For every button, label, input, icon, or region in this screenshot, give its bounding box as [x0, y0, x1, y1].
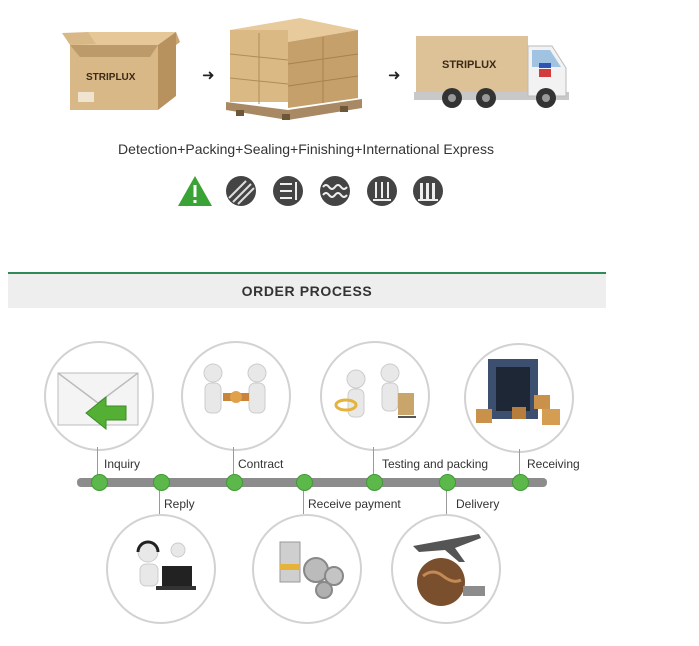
box-brand-text: STRIPLUX: [86, 72, 136, 83]
order-process-title: ORDER PROCESS: [241, 283, 373, 299]
bars-icon: [413, 176, 443, 206]
shipping-illustrations: STRIPLUX STRIPLUX: [62, 18, 569, 120]
inquiry-dot: [91, 474, 108, 491]
process-tagline: Detection+Packing+Sealing+Finishing+Inte…: [118, 141, 494, 157]
delivery-truck-illustration: [414, 36, 569, 108]
reply-circle: [106, 514, 216, 624]
worker-trolley-icon: [334, 363, 416, 418]
handshake-figures-icon: [203, 363, 267, 414]
reply-dot: [153, 474, 170, 491]
cardboard-box-illustration: [62, 32, 180, 110]
payment-circle: [252, 514, 362, 624]
feature-icons-row: [178, 176, 443, 206]
step-label-testing: Testing and packing: [382, 457, 489, 471]
contract-circle: [181, 341, 291, 451]
payment-connector: [303, 488, 304, 514]
money-gears-icon: [279, 541, 344, 599]
delivery-connector: [446, 488, 447, 514]
step-label-receiving: Receiving: [527, 457, 580, 471]
step-label-payment: Receive payment: [308, 497, 401, 511]
call-center-icon: [136, 540, 196, 590]
testing-connector: [373, 447, 374, 477]
arrow-1: ➜: [202, 66, 215, 84]
warning-icon: [178, 176, 212, 206]
step-label-contract: Contract: [238, 457, 284, 471]
arrow-2: ➜: [388, 66, 401, 84]
contract-dot: [226, 474, 243, 491]
pallet-boxes-illustration: [226, 18, 362, 120]
container-boxes-icon: [476, 359, 560, 425]
globe-plane-icon: [413, 534, 485, 606]
step-label-reply: Reply: [164, 497, 195, 511]
inquiry-connector: [97, 447, 98, 477]
wave-icon: [320, 176, 350, 206]
payment-dot: [296, 474, 313, 491]
testing-dot: [366, 474, 383, 491]
inquiry-circle: [44, 341, 154, 451]
delivery-dot: [439, 474, 456, 491]
contract-connector: [233, 447, 234, 477]
envelope-icon: [57, 372, 139, 431]
receiving-circle: [464, 343, 574, 453]
receiving-dot: [512, 474, 529, 491]
pattern-icon: [226, 176, 256, 206]
testing-circle: [320, 341, 430, 451]
reply-connector: [159, 488, 160, 514]
delivery-circle: [391, 514, 501, 624]
receiving-connector: [519, 449, 520, 477]
truck-brand-text: STRIPLUX: [442, 59, 497, 71]
lines-arrow-icon: [273, 176, 303, 206]
step-label-delivery: Delivery: [456, 497, 500, 511]
step-label-inquiry: Inquiry: [104, 457, 141, 471]
order-process-header: ORDER PROCESS: [8, 272, 606, 308]
down-arrows-icon: [367, 176, 397, 206]
